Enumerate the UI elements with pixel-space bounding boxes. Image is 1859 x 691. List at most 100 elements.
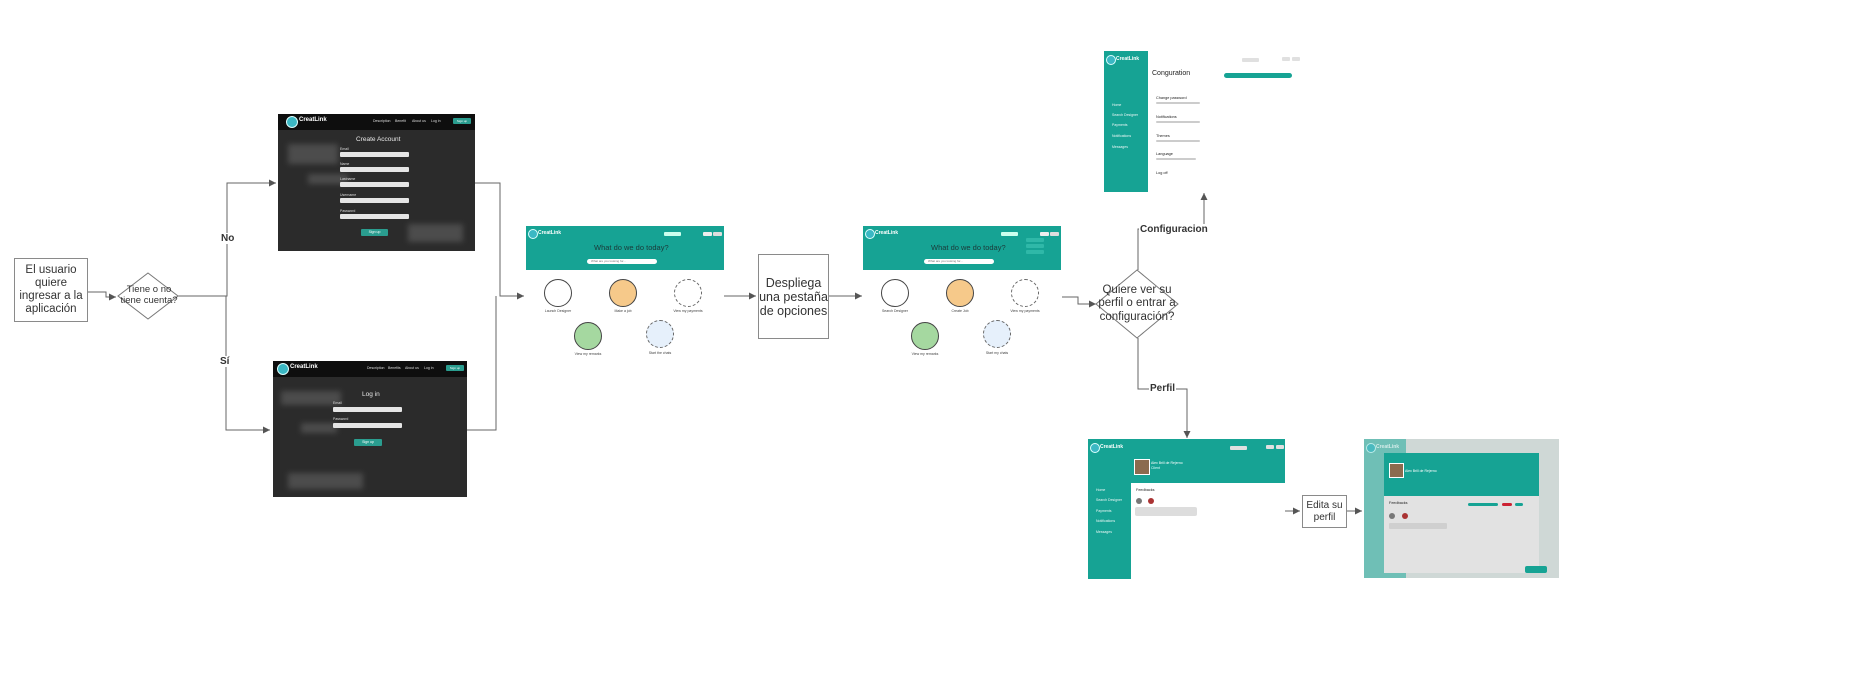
background-blur (281, 391, 341, 405)
options-tab-node: Despliega una pestaña de opciones (758, 254, 829, 339)
form-title: Log in (362, 391, 380, 398)
sidebar-item-payments: Payments (1112, 123, 1128, 127)
page-title: Conguration (1152, 70, 1191, 77)
nav-signup-button: Sign up (453, 118, 471, 124)
hero-title: What do we do today? (594, 243, 669, 252)
login-screenshot: CreatLink Description Benefits About us … (273, 361, 467, 497)
edit-profile-screenshot: CreatLink Alex Brill de Rejerno Feedback… (1364, 439, 1559, 578)
chat-icon (983, 320, 1011, 348)
profile-name: Alex Brill de Rejerno (1405, 469, 1437, 473)
sidebar-item-home: Home (1112, 103, 1122, 107)
section-change-password: Change password (1156, 96, 1187, 100)
top-search-mini (1230, 446, 1247, 450)
avatar (1134, 459, 1150, 475)
edge-label-si: Sí (219, 356, 231, 367)
field-label-name: Name (340, 162, 350, 166)
payments-icon (674, 279, 702, 307)
password-field (340, 214, 409, 219)
navbar (278, 114, 475, 130)
remarks-icon (574, 322, 602, 350)
name-field (340, 167, 409, 172)
background-blur (288, 144, 338, 164)
option-label: View my remarks (911, 352, 939, 356)
top-search-mini (1242, 58, 1259, 62)
option-label: Launch Designer (544, 309, 572, 313)
create-job-icon (946, 279, 974, 307)
logo-icon (1366, 443, 1376, 453)
feed-title: Feedbacks (1136, 488, 1155, 492)
search-input: What are you looking for... (587, 259, 657, 264)
edge-label-configuracion: Configuracion (1139, 224, 1209, 235)
sidebar-item-messages: Messages (1096, 530, 1112, 534)
email-field (340, 152, 409, 157)
section-text (1156, 102, 1200, 104)
save-pill (1468, 503, 1498, 506)
profile-name: Alex Brill de Rejerno (1151, 461, 1183, 465)
nav-link-benefits: Benefits (388, 366, 401, 370)
lastname-field (340, 182, 409, 187)
section-text (1156, 158, 1196, 160)
sidebar-item-payments: Payments (1096, 509, 1112, 513)
sidebar-item-search: Search Designer (1112, 113, 1139, 117)
nav-link-login: Log in (431, 119, 441, 123)
edit-profile-node: Edita su perfil (1302, 495, 1347, 528)
search-input: What are you looking for... (924, 259, 994, 264)
dropdown-item (1026, 238, 1044, 242)
remarks-icon (911, 322, 939, 350)
payments-icon (1011, 279, 1039, 307)
top-btn-mini (1040, 232, 1049, 236)
edge-start-to-decision (88, 291, 116, 301)
brand-name: CreatLink (1376, 444, 1400, 450)
sidebar-item-notifications: Notifications (1096, 519, 1116, 523)
field-label-email: Email (340, 147, 349, 151)
launch-designer-icon (544, 279, 572, 307)
nav-link-about: About us (412, 119, 426, 123)
feedback-text (1389, 523, 1447, 529)
feedback-avatar (1402, 513, 1408, 519)
feedback-avatar (1148, 498, 1154, 504)
option-label: Create Job (951, 309, 969, 313)
logo-icon (1090, 443, 1100, 453)
decision-profile-diamond (1095, 269, 1179, 339)
option-label: Start my chats (985, 351, 1009, 355)
username-field (340, 198, 409, 203)
brand-name: CreatLink (290, 364, 318, 370)
nav-link-description: Description (367, 366, 385, 370)
nav-link-description: Description (373, 119, 391, 123)
profile-screenshot: CreatLink Alex Brill de Rejerno Client H… (1088, 439, 1285, 579)
hero-title: What do we do today? (931, 243, 1006, 252)
section-text (1156, 140, 1200, 142)
logo-icon (1106, 55, 1116, 65)
search-designer-icon (881, 279, 909, 307)
brand-name: CreatLink (538, 230, 562, 236)
brand-name: CreatLink (875, 230, 899, 236)
top-search-mini (664, 232, 681, 236)
sidebar (1088, 439, 1131, 579)
edge-label-perfil: Perfil (1149, 383, 1177, 394)
feedback-bubble (1135, 507, 1197, 516)
decision-account-diamond (117, 272, 179, 320)
form-title: Create Account (356, 136, 401, 143)
field-label-lastname: Lastname (340, 177, 356, 181)
option-label: View my payments (673, 309, 703, 313)
nav-link-benefit: Benefit (395, 119, 406, 123)
top-btn-mini (1292, 57, 1300, 61)
top-search-mini (1001, 232, 1018, 236)
avatar (1389, 463, 1404, 478)
signup-submit-button: Sign up (361, 229, 388, 236)
top-btn-mini (713, 232, 722, 236)
profile-header (1384, 453, 1539, 496)
section-language: Language (1156, 152, 1173, 156)
brand-name: CreatLink (1100, 444, 1124, 450)
profile-role: Client (1151, 466, 1160, 470)
cancel-pill (1502, 503, 1512, 506)
logo-icon (528, 229, 538, 239)
progress-pill (1224, 73, 1292, 78)
create-account-screenshot: CreatLink Description Benefit About us L… (278, 114, 475, 251)
option-label: Make a job (614, 309, 632, 313)
option-label: Search Designer (881, 309, 909, 313)
section-log-off: Log off (1156, 171, 1168, 175)
field-label-email: Email (333, 401, 342, 405)
home-menu-screenshot: CreatLink What do we do today? What are … (863, 226, 1061, 360)
edge-menu-to-decision (1062, 296, 1096, 308)
